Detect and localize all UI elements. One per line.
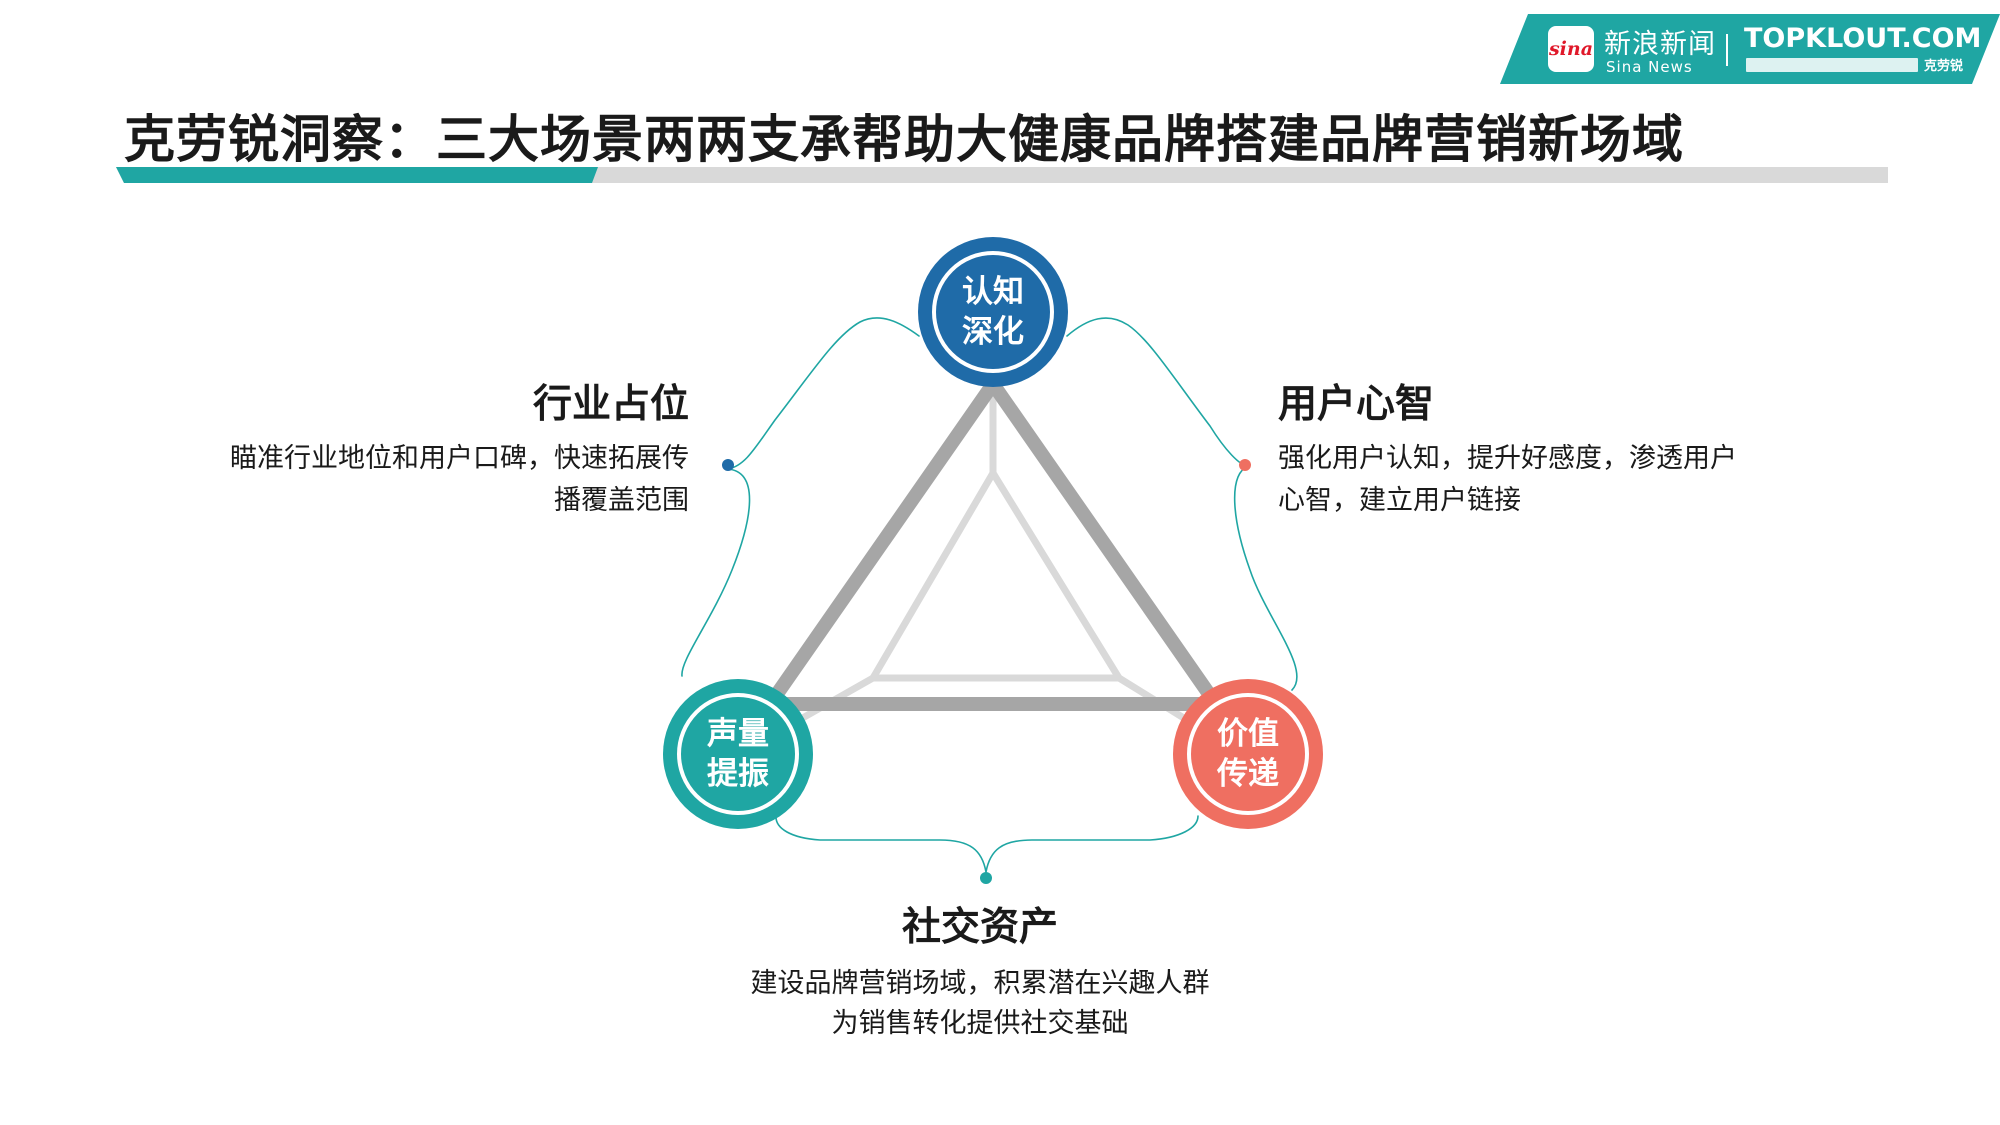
node-volume-boost[interactable]: 声量 提振 <box>663 679 813 829</box>
connector-curve-bottom <box>775 815 1199 873</box>
node-value-delivery[interactable]: 价值 传递 <box>1173 679 1323 829</box>
topklout-logo[interactable]: TOPKLOUT.COM <box>1744 23 1982 54</box>
label-user-mind-desc: 强化用户认知，提升好感度，渗透用户 心智，建立用户链接 <box>1278 438 1737 522</box>
topklout-subtitle: 克劳锐 <box>1924 59 1964 74</box>
connector-curve-top-left <box>681 317 920 677</box>
brand-divider <box>1726 34 1728 66</box>
label-social-assets-desc: 建设品牌营销场域，积累潜在兴趣人群 为销售转化提供社交基础 <box>0 964 1960 1044</box>
label-user-mind-desc-line2: 心智，建立用户链接 <box>1278 485 1521 516</box>
node-right-line1: 价值 <box>1217 716 1279 752</box>
node-cognition-deepening[interactable]: 认知 深化 <box>918 237 1068 387</box>
label-industry-position-desc-line2: 播覆盖范围 <box>554 485 689 516</box>
label-industry-position-desc-line1: 瞄准行业地位和用户口碑，快速拓展传 <box>230 443 689 474</box>
label-industry-position-title: 行业占位 <box>532 382 689 427</box>
label-user-mind-title: 用户心智 <box>1278 382 1435 427</box>
dot-top-left <box>722 459 734 471</box>
label-industry-position-desc: 瞄准行业地位和用户口碑，快速拓展传 播覆盖范围 <box>230 438 689 522</box>
sina-news-name: 新浪新闻 <box>1604 29 1716 60</box>
dot-bottom <box>980 872 992 884</box>
label-social-assets-desc-line1: 建设品牌营销场域，积累潜在兴趣人群 <box>750 968 1210 999</box>
node-right-line2: 传递 <box>1217 756 1279 792</box>
sina-logo-icon[interactable]: sina <box>1548 26 1594 72</box>
label-social-assets-title: 社交资产 <box>901 905 1058 950</box>
brand-bar: sina 新浪新闻 Sina News TOPKLOUT.COM 克劳锐 <box>1500 14 2000 84</box>
inner-triangle <box>869 469 1123 682</box>
title-underline-accent <box>116 167 598 183</box>
outer-triangle <box>763 377 1223 711</box>
node-top-line1: 认知 <box>962 274 1024 310</box>
label-social-assets-desc-line2: 为销售转化提供社交基础 <box>831 1008 1129 1039</box>
page-title: 克劳锐洞察：三大场景两两支承帮助大健康品牌搭建品牌营销新场域 <box>124 111 1685 170</box>
sina-news-subtitle: Sina News <box>1606 58 1693 76</box>
node-left-line2: 提振 <box>707 756 769 792</box>
connector-curve-top-right <box>1066 317 1298 691</box>
topklout-tagline-bar <box>1746 58 1918 72</box>
label-user-mind-desc-line1: 强化用户认知，提升好感度，渗透用户 <box>1278 443 1737 474</box>
dot-top-right <box>1239 459 1251 471</box>
node-left-line1: 声量 <box>707 716 769 752</box>
node-top-line2: 深化 <box>962 314 1024 350</box>
